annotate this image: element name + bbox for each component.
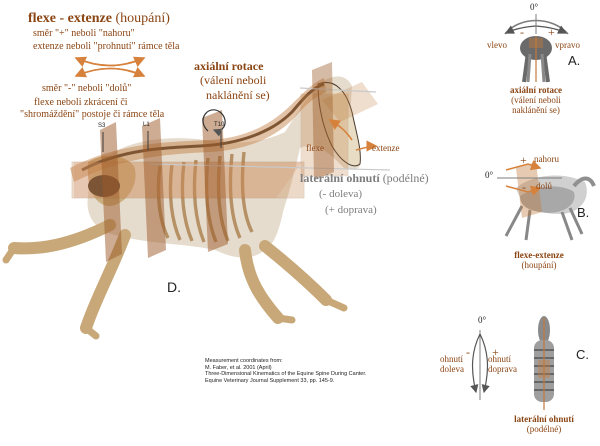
flexion-extension-desc: extenze neboli "prohnutí" rámce těla	[33, 41, 180, 52]
lateral-bending-minus: (- doleva)	[319, 188, 363, 200]
panel-c-letter: C.	[576, 347, 589, 362]
head-extension-label: extenze	[372, 143, 400, 153]
citation-line3: Three-Dimensional Kinematics of the Equi…	[205, 371, 367, 378]
panel-b-minus: -	[522, 180, 526, 194]
panel-a-plus: +	[548, 25, 555, 39]
panel-b-zero-degree: 0°	[485, 170, 494, 180]
panel-a-left-label: vlevo	[487, 40, 507, 50]
panel-a-letter: A.	[568, 53, 581, 68]
main-figure-label: D.	[167, 279, 181, 295]
flexion-title: flexe - extenze (houpání)	[28, 11, 170, 27]
panel-b-down-label: dolů	[536, 181, 553, 191]
lateral-bending-title: laterální ohnutí (podélné)	[300, 171, 429, 185]
lateral-bending-title-paren: (podélné)	[382, 171, 429, 185]
panel-a-caption: axiální rotace (válení neboli naklánění …	[484, 85, 588, 115]
panel-b-caption-title: flexe-extenze	[514, 250, 564, 260]
horse-legs	[2, 219, 348, 340]
panel-a-caption-line2: naklánění se)	[512, 105, 560, 116]
flexion-collection-desc: "shromáždění" postoje či rámce těla	[20, 109, 165, 120]
flexion-cross-arrows	[74, 56, 146, 78]
spine	[81, 82, 325, 172]
transverse-planes	[71, 82, 391, 199]
panel-a-caption-line1: (válení neboli	[511, 95, 561, 106]
panel-a-right-label: vpravo	[555, 40, 580, 50]
axial-rotation-line2: naklánění se)	[206, 88, 270, 102]
panel-b-up-label: nahoru	[534, 154, 559, 164]
panel-c-minus: -	[466, 345, 470, 359]
panel-c-figure	[470, 316, 554, 410]
panel-c-left-line1: ohnutí	[440, 354, 464, 364]
vertical-slab-planes	[100, 62, 334, 262]
lateral-bending-plus: (+ doprava)	[325, 204, 377, 216]
axial-rotation-title: axiální rotace	[194, 59, 264, 73]
panel-c-right-label: ohnutí doprava	[488, 354, 517, 374]
panel-b-plus: +	[520, 153, 527, 167]
citation-block: Measurement coordinates from: M. Faber, …	[205, 358, 366, 384]
panel-c-left-line2: doleva	[440, 364, 464, 375]
panel-b-figure	[497, 160, 596, 241]
panel-a-minus: -	[520, 25, 524, 39]
panel-a-zero-degree: 0°	[530, 2, 539, 12]
flexion-title-paren: (houpání)	[115, 11, 170, 26]
panel-b-caption-line1: (houpání)	[521, 260, 557, 271]
head-flexion-label: flexe	[306, 143, 324, 153]
panel-c-caption: laterální ohnutí (podélné)	[492, 414, 596, 434]
flexion-plus-direction: směr "+" neboli "nahoru"	[33, 28, 135, 39]
citation-line4: Equine Veterinary Journal Supplement 33,…	[205, 377, 335, 384]
flexion-title-bold: flexe - extenze	[28, 11, 112, 26]
panel-b-caption: flexe-extenze (houpání)	[494, 250, 584, 270]
axial-rotation-line1: (válení neboli	[200, 73, 267, 87]
spine-sagittal-strip	[70, 78, 326, 182]
panel-b-letter: B.	[577, 205, 590, 220]
citation-line2: M. Faber, et al. 2001 (April)	[205, 364, 272, 371]
citation-line1: Measurement coordinates from:	[205, 358, 283, 364]
flexion-minus-direction: směr "-" neboli "dolů"	[42, 83, 132, 94]
panel-c-left-label: ohnutí doleva	[440, 354, 464, 374]
panel-a-figure	[504, 14, 569, 83]
panel-c-right-line1: ohnutí	[488, 354, 512, 364]
vertebra-label-s3: S3	[98, 123, 106, 129]
vertebra-label-l1: L1	[143, 122, 150, 128]
flexion-shortening-desc: flexe neboli zkrácení či	[34, 97, 128, 108]
lateral-bending-title-bold: laterální ohnutí	[300, 171, 380, 185]
panel-c-caption-line1: (podélné)	[526, 424, 562, 435]
panel-a-caption-title: axiální rotace	[509, 85, 563, 95]
panel-c-plus: +	[492, 345, 499, 359]
vertebra-label-t10: T10	[214, 122, 225, 128]
panel-c-caption-title: laterální ohnutí	[514, 414, 574, 424]
panel-c-zero-degree: 0°	[478, 315, 487, 325]
panel-c-right-line2: doprava	[488, 364, 517, 375]
axial-rotation-loop-arrow	[202, 109, 226, 137]
head-motion-arrows	[328, 119, 378, 152]
